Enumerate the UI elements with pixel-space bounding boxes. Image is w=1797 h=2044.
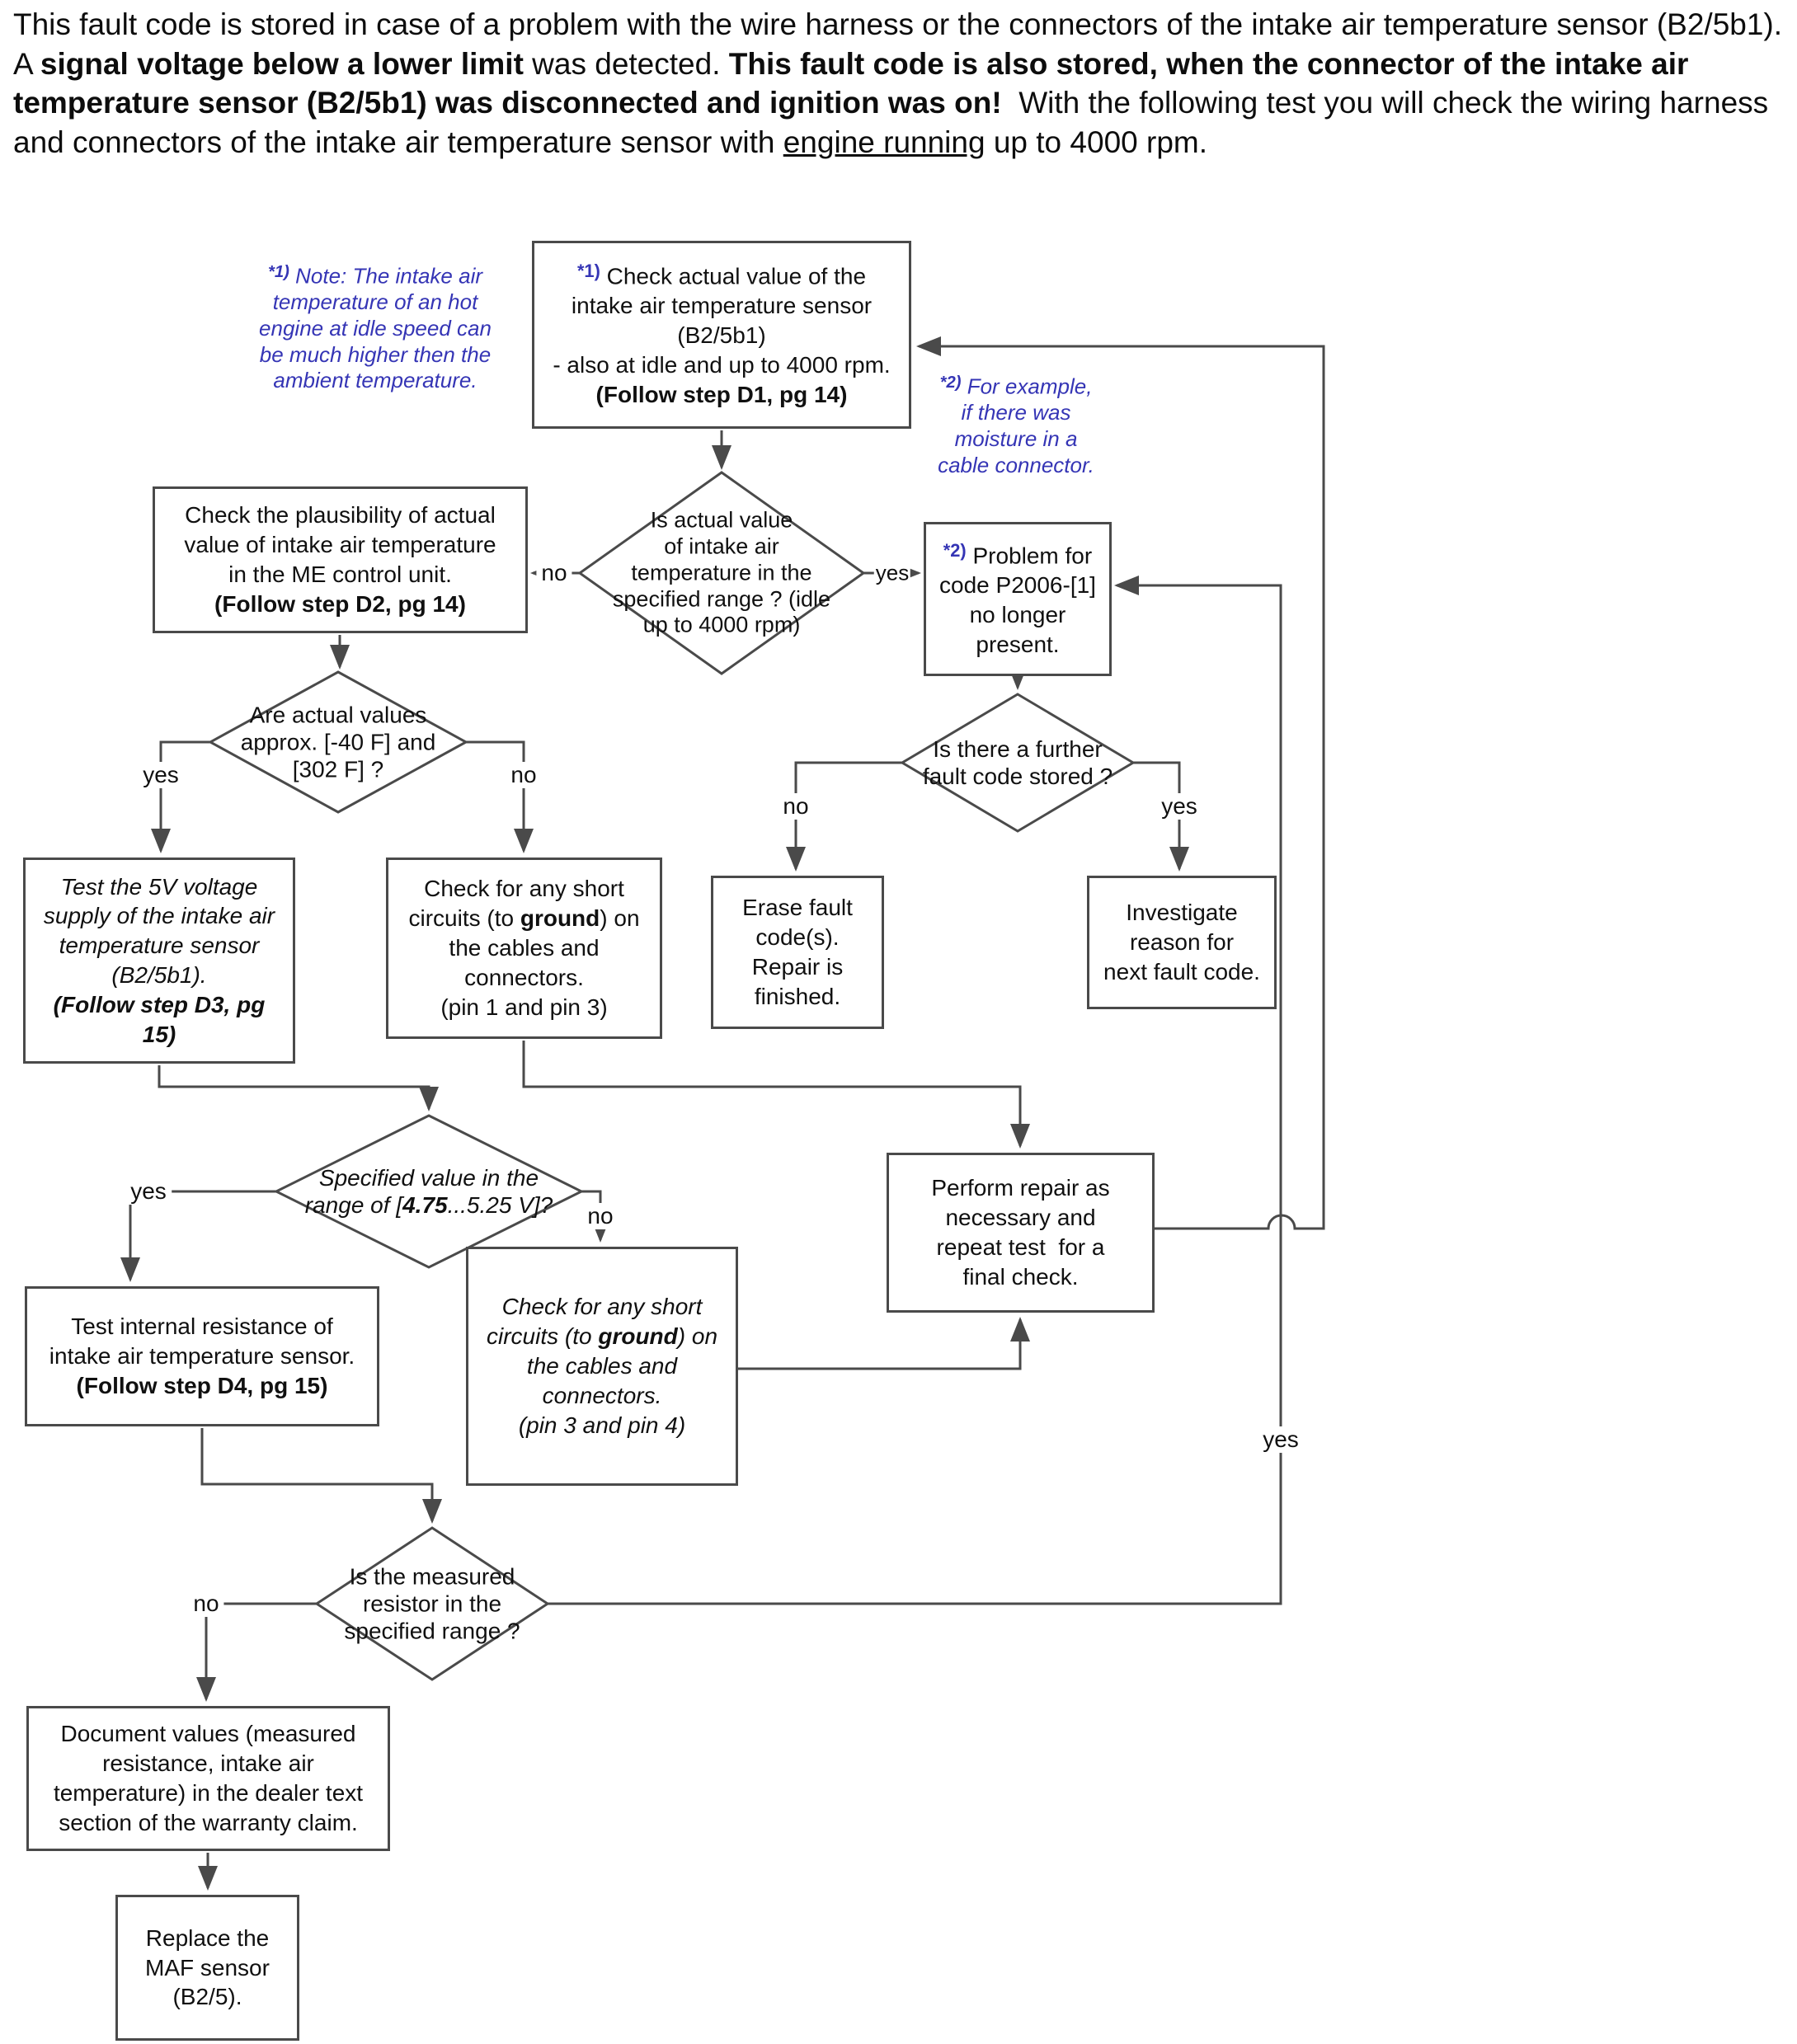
- connector-repair-to-check-feedback: [916, 336, 1325, 1230]
- connector-d3-yes-to-investigate: [1133, 761, 1189, 872]
- connector-d2-yes-to-test5v: [151, 740, 210, 853]
- connector-d4-yes-to-internal: [120, 1190, 276, 1282]
- decision-diamond-further-fault-code: [900, 693, 1136, 833]
- connector-d3-no-to-erase: [786, 761, 902, 872]
- branch-label-no-d2: no: [506, 762, 542, 788]
- connector-d5-no-to-document: [196, 1602, 317, 1702]
- branch-label-yes-d1: yes: [873, 560, 911, 586]
- decision-diamond-resistor-range: [314, 1526, 550, 1681]
- connector-d2-no-to-short13: [466, 740, 534, 853]
- branch-label-no-d3: no: [778, 793, 814, 820]
- connector-test5v-to-d4: [158, 1065, 439, 1111]
- branch-label-yes-d5: yes: [1258, 1426, 1304, 1453]
- decision-diamond-approx-values: [207, 670, 469, 814]
- branch-label-yes-d2: yes: [138, 762, 184, 788]
- branch-label-yes-d3: yes: [1156, 793, 1202, 820]
- branch-label-no-d1: no: [536, 560, 572, 586]
- connector-internal-to-d5: [200, 1428, 442, 1524]
- connector-short34-to-repair: [738, 1317, 1030, 1370]
- branch-label-no-d5: no: [188, 1591, 224, 1617]
- intro-paragraph: This fault code is stored in case of a p…: [13, 7, 1783, 160]
- decision-diamond-voltage-range: [273, 1114, 585, 1269]
- connector-d5-yes-to-problem: [548, 576, 1282, 1605]
- decision-diamond-actual-value-range: [577, 471, 866, 675]
- branch-label-no-d4: no: [582, 1203, 619, 1229]
- branch-label-yes-d4: yes: [125, 1178, 172, 1205]
- connector-short13-to-repair: [522, 1041, 1030, 1149]
